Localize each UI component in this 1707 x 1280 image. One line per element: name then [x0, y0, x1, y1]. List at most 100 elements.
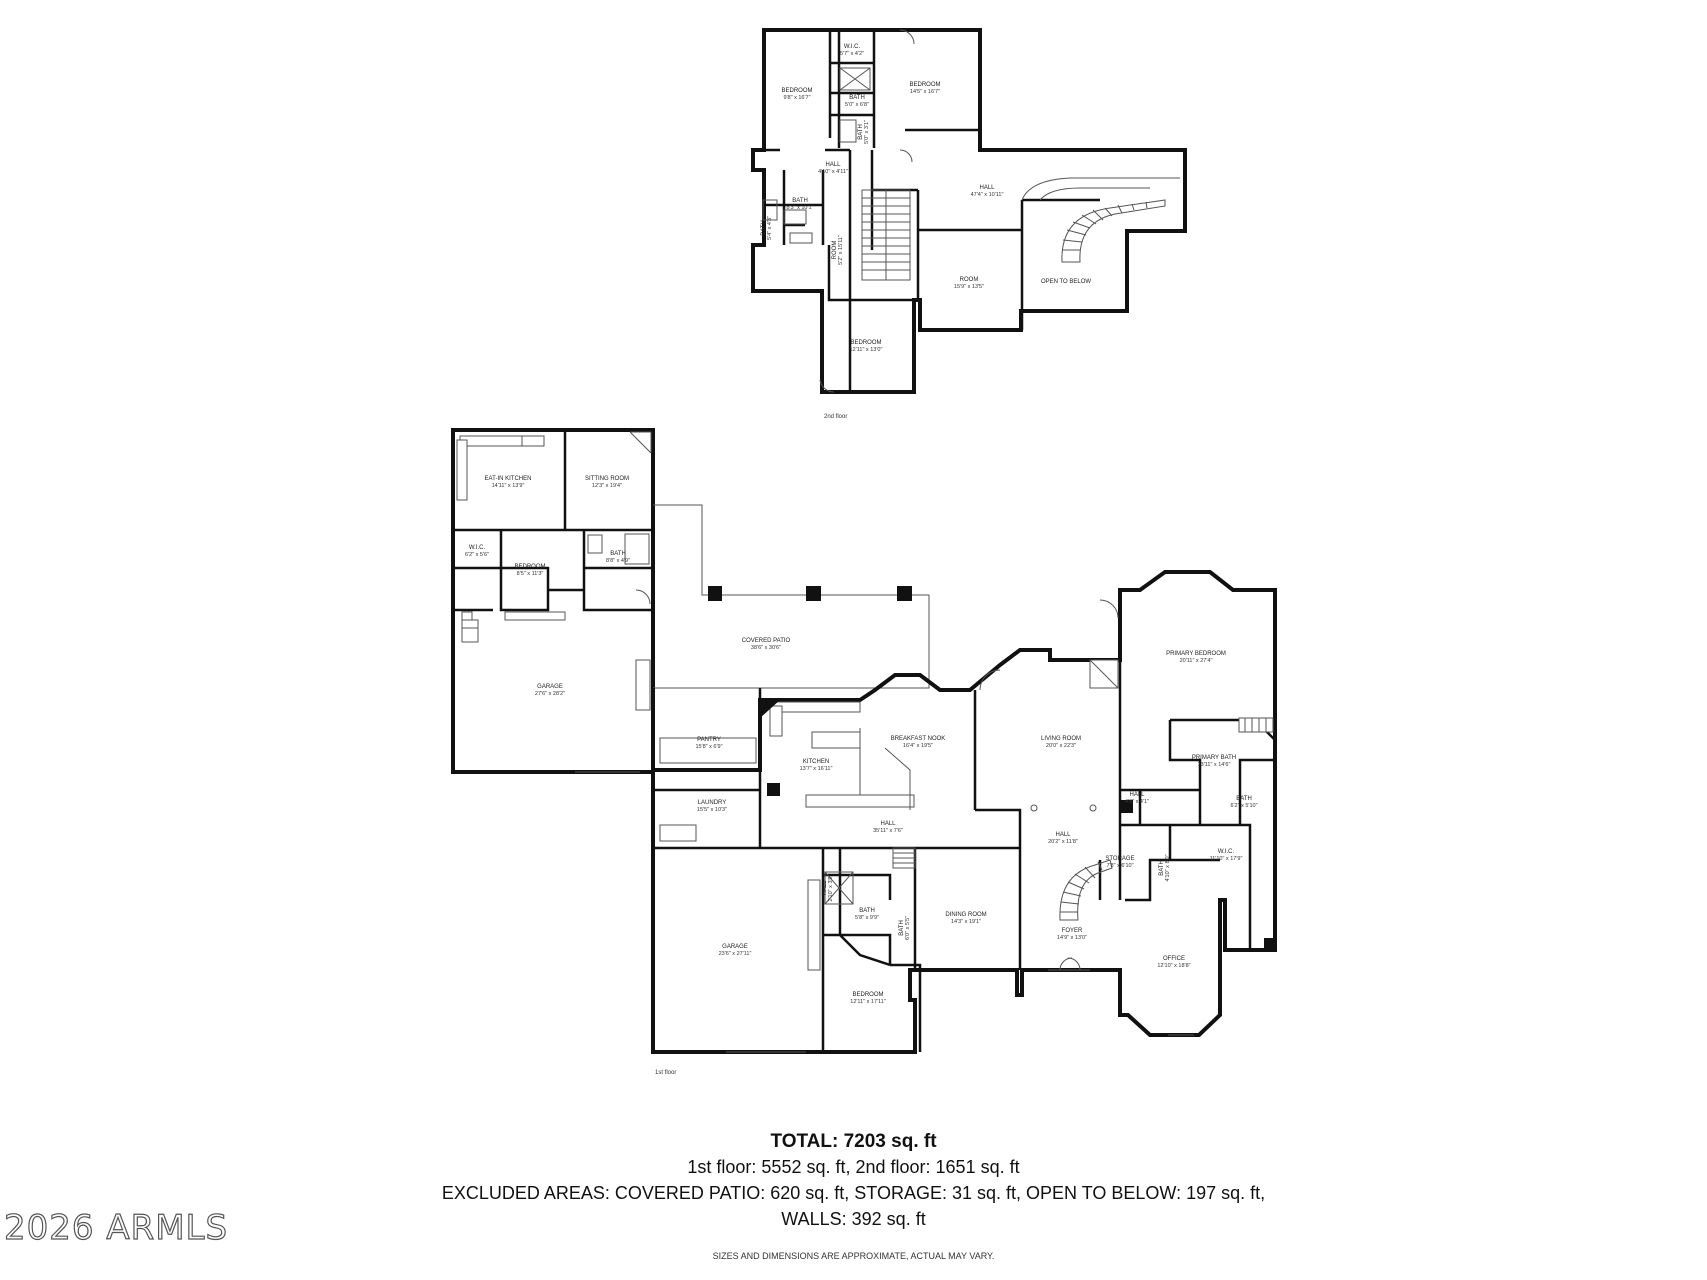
room-label: HALL	[1129, 792, 1145, 798]
disclaimer: SIZES AND DIMENSIONS ARE APPROXIMATE, AC…	[712, 1251, 995, 1261]
room-dims: 14'11" x 13'9"	[492, 483, 525, 489]
room-dims: 4'10" x 8'0"	[1165, 854, 1171, 881]
room-label: W.I.C.	[469, 545, 486, 551]
room-dims: 15'5" x 10'3"	[697, 807, 727, 813]
room-label: HALL	[825, 162, 841, 168]
floor-label: 2nd floor	[824, 414, 847, 420]
room-label: HALL	[880, 821, 896, 827]
walls-area: WALLS: 392 sq. ft	[781, 1209, 926, 1229]
room-dims: 38'6" x 30'6"	[751, 645, 781, 651]
room-dims: 5'7" x 4'2"	[840, 51, 864, 57]
room-label: BATH	[858, 124, 864, 140]
room-dims: 14'3" x 19'1"	[951, 919, 981, 925]
room-dims: 16'4" x 19'5"	[903, 743, 933, 749]
room-label: BATH	[899, 920, 905, 936]
room-dims: 8'3" x 10'1"	[786, 205, 813, 211]
room-label: EAT-IN KITCHEN	[485, 476, 532, 482]
floor-areas: 1st floor: 5552 sq. ft, 2nd floor: 1651 …	[687, 1157, 1020, 1177]
room-dims: 13'7" x 16'11"	[800, 766, 833, 772]
floor-label: 1st floor	[655, 1070, 676, 1076]
room-dims: 8'5" x 11'3"	[517, 571, 544, 577]
room-label: FOYER	[1062, 928, 1083, 934]
room-label: BATH	[849, 95, 865, 101]
room-dims: 12'10" x 18'8"	[1157, 963, 1190, 969]
stair-2f	[861, 189, 911, 281]
room-dims: 7'8" x 6'10"	[1106, 863, 1133, 869]
spiral-stair-2f	[1021, 177, 1180, 263]
room-dims: 6'0" x 5'5"	[905, 916, 911, 940]
room-label: PRIMARY BATH	[1192, 755, 1236, 761]
room-dims: 2'10" x 3'9"	[828, 874, 834, 901]
room-label: LIVING ROOM	[1041, 736, 1081, 742]
room-label: OFFICE	[1163, 956, 1185, 962]
room-dims: 20'2" x 11'8"	[1048, 839, 1078, 845]
room-dims: 12'11" x 17'11"	[850, 999, 886, 1005]
room-dims: 5'0" x 6'8"	[845, 102, 869, 108]
room-label: PANTRY	[697, 737, 721, 743]
room-dims: 8'8" x 4'9"	[606, 558, 630, 564]
room-dims: 20'11" x 27'4"	[1180, 658, 1213, 664]
room-label: BATH	[859, 908, 875, 914]
room-label: BATH	[792, 198, 808, 204]
room-dims: 20'0" x 22'3"	[1046, 743, 1076, 749]
room-label: DINING ROOM	[945, 912, 986, 918]
second-floor-plan: BEDROOM 9'8" x 16'7" W.I.C. 5'7" x 4'2" …	[751, 28, 1187, 420]
total-area: TOTAL: 7203 sq. ft	[770, 1131, 937, 1152]
room-label: COVERED PATIO	[742, 638, 791, 644]
room-label: GARAGE	[722, 944, 748, 950]
room-label: BEDROOM	[781, 88, 812, 94]
excluded-areas: EXCLUDED AREAS: COVERED PATIO: 620 sq. f…	[441, 1183, 1266, 1203]
room-dims: 6'2" x 5'10"	[1230, 803, 1257, 809]
room-label: PRIMARY BEDROOM	[1166, 651, 1226, 657]
room-dims: 11'10" x 17'9"	[1210, 856, 1243, 862]
room-dims: 13'11" x 14'6"	[1198, 762, 1231, 768]
room-label: W.I.C.	[1218, 849, 1235, 855]
room-dims: 14'9" x 13'0"	[1057, 935, 1087, 941]
room-label: HALL	[1055, 832, 1071, 838]
room-dims: 47'4" x 10'11"	[971, 192, 1004, 198]
room-dims: 12'3" x 19'4"	[592, 483, 622, 489]
room-label: BATH	[761, 220, 767, 236]
room-dims: 35'11" x 7'6"	[873, 828, 903, 834]
room-dims: 4'8" x 4'1"	[1125, 799, 1149, 805]
room-label: ROOM	[832, 241, 838, 260]
room-dims: 14'5" x 16'7"	[910, 89, 940, 95]
room-label: ROOM	[960, 277, 979, 283]
room-label: BEDROOM	[850, 340, 881, 346]
room-dims: 23'6" x 27'11"	[719, 951, 752, 957]
room-dims: 27'6" x 28'2"	[535, 691, 565, 697]
room-label: HALL	[979, 185, 995, 191]
room-dims: 6'2" x 5'6"	[465, 552, 489, 558]
room-label: GARAGE	[537, 684, 563, 690]
room-dims: 5'8" x 9'9"	[855, 915, 879, 921]
stair-1f	[824, 847, 916, 905]
watermark: 2026 ARMLS	[3, 1207, 229, 1248]
room-label: STORAGE	[1105, 856, 1134, 862]
room-dims: 9'8" x 16'7"	[783, 95, 810, 101]
room-dims: 4'10" x 4'11"	[818, 169, 848, 175]
room-label: BEDROOM	[852, 992, 883, 998]
room-dims: 15'8" x 6'9"	[695, 744, 722, 750]
room-label: BEDROOM	[909, 82, 940, 88]
first-floor-plan: EAT-IN KITCHEN 14'11" x 13'9" SITTING RO…	[451, 428, 1277, 1076]
room-label: LAUNDRY	[698, 800, 727, 806]
spiral-stair-1f	[1059, 859, 1113, 921]
room-dims: 5'4" x 4'3"	[767, 216, 773, 240]
room-dims: 5'0" x 3'1"	[864, 120, 870, 144]
left-wing-fixtures	[456, 431, 652, 711]
room-label: SITTING ROOM	[585, 476, 629, 482]
room-label: BATH	[1236, 796, 1252, 802]
room-label: KITCHEN	[803, 759, 829, 765]
room-label: HALL	[822, 880, 828, 896]
room-dims: 15'9" x 13'5"	[954, 284, 984, 290]
room-label: BATH	[610, 551, 626, 557]
room-dims: 12'11" x 13'0"	[850, 347, 883, 353]
room-label: BEDROOM	[514, 564, 545, 570]
room-dims: 5'2" x 15'11"	[838, 235, 844, 265]
room-label: OPEN TO BELOW	[1041, 279, 1091, 285]
room-label: BREAKFAST NOOK	[891, 736, 946, 742]
room-label: W.I.C.	[844, 44, 861, 50]
kitchen-fixtures	[659, 700, 915, 842]
room-label: BATH	[1159, 860, 1165, 876]
